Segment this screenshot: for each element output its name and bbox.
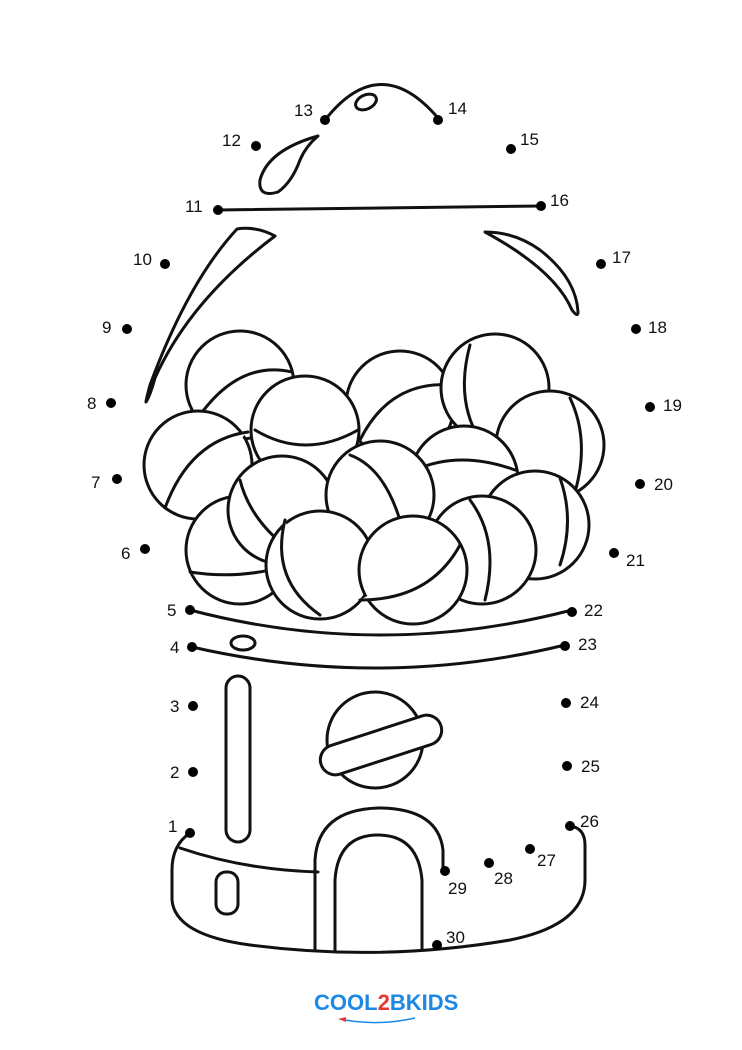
dot-10 <box>160 259 170 269</box>
dot-17 <box>596 259 606 269</box>
dot-label: 20 <box>654 475 673 494</box>
gumball-machine-drawing <box>142 83 606 954</box>
base-top-band <box>188 608 574 637</box>
dot-label: 3 <box>170 697 179 716</box>
dot-6 <box>140 544 150 554</box>
dot-label: 10 <box>133 250 152 269</box>
pencil-icon <box>338 1017 416 1024</box>
dot-28 <box>484 858 494 868</box>
dispenser-door-inner <box>333 833 424 952</box>
lid-teardrop-shine <box>258 134 320 195</box>
dot-11 <box>213 205 223 215</box>
dot-label: 23 <box>578 635 597 654</box>
dot-label: 21 <box>626 551 645 570</box>
dot-label: 7 <box>91 473 100 492</box>
dot-30 <box>432 940 442 950</box>
logo-text-cool: COOL <box>314 990 378 1015</box>
dot-15 <box>506 144 516 154</box>
dot-21 <box>609 548 619 558</box>
dot-label: 22 <box>584 601 603 620</box>
dot-25 <box>562 761 572 771</box>
dot-label: 27 <box>537 851 556 870</box>
dot-20 <box>635 479 645 489</box>
dot-12 <box>251 141 261 151</box>
coin-slot <box>224 674 252 844</box>
dot-14 <box>433 115 443 125</box>
dot-24 <box>561 698 571 708</box>
svg-text:COOL2BKIDS: COOL2BKIDS <box>314 990 458 1015</box>
base-light <box>229 634 257 652</box>
dot-label: 29 <box>448 879 467 898</box>
crank-handle <box>318 713 444 777</box>
dot-label: 4 <box>170 638 179 657</box>
dot-8 <box>106 398 116 408</box>
dot-label: 26 <box>580 812 599 831</box>
base-second-band <box>190 643 567 670</box>
dot-29 <box>440 866 450 876</box>
dot-label: 11 <box>185 197 203 216</box>
dot-18 <box>631 324 641 334</box>
globe-shine-right <box>483 230 580 317</box>
dot-label: 18 <box>648 318 667 337</box>
logo-text-2: 2 <box>378 990 390 1015</box>
dot-label: 17 <box>612 248 631 267</box>
dot-2 <box>188 767 198 777</box>
dot-markers <box>106 115 655 950</box>
dot-label: 24 <box>580 693 599 712</box>
dot-label: 13 <box>294 101 313 120</box>
dot-label: 5 <box>167 601 176 620</box>
dot-label: 1 <box>168 817 177 836</box>
bottom-base-light <box>214 870 240 916</box>
dot-22 <box>567 607 577 617</box>
dot-9 <box>122 324 132 334</box>
dot-3 <box>188 701 198 711</box>
dot-5 <box>185 605 195 615</box>
cool2bkids-logo: COOL2BKIDS <box>314 990 458 1024</box>
dot-label: 2 <box>170 763 179 782</box>
dot-26 <box>565 821 575 831</box>
dot-13 <box>320 115 330 125</box>
lid-knob-arc <box>323 83 440 122</box>
dot-labels: 1 2 3 4 5 6 7 8 9 10 11 12 13 14 15 16 1… <box>87 99 682 947</box>
bottom-base <box>170 824 587 954</box>
lid-rim-line <box>216 204 543 212</box>
dot-label: 9 <box>102 318 111 337</box>
bottom-base-band <box>178 846 320 874</box>
dot-23 <box>560 641 570 651</box>
dot-label: 8 <box>87 394 96 413</box>
dot-label: 16 <box>550 191 569 210</box>
dot-label: 15 <box>520 130 539 149</box>
globe-shine-left <box>144 226 277 404</box>
dot-4 <box>187 642 197 652</box>
dot-label: 19 <box>663 396 682 415</box>
dot-7 <box>112 474 122 484</box>
dot-label: 14 <box>448 99 467 118</box>
dot-label: 25 <box>581 757 600 776</box>
dot-label: 28 <box>494 869 513 888</box>
lid-knob-highlight <box>354 92 378 112</box>
dot-label: 12 <box>222 131 241 150</box>
dot-27 <box>525 844 535 854</box>
logo-text-bkids: BKIDS <box>390 990 458 1015</box>
dot-label: 6 <box>121 544 130 563</box>
dot-19 <box>645 402 655 412</box>
dot-label: 30 <box>446 928 465 947</box>
dot-16 <box>536 201 546 211</box>
gumballs <box>142 329 606 626</box>
dispenser-door-outer <box>313 806 445 952</box>
dot-1 <box>185 828 195 838</box>
